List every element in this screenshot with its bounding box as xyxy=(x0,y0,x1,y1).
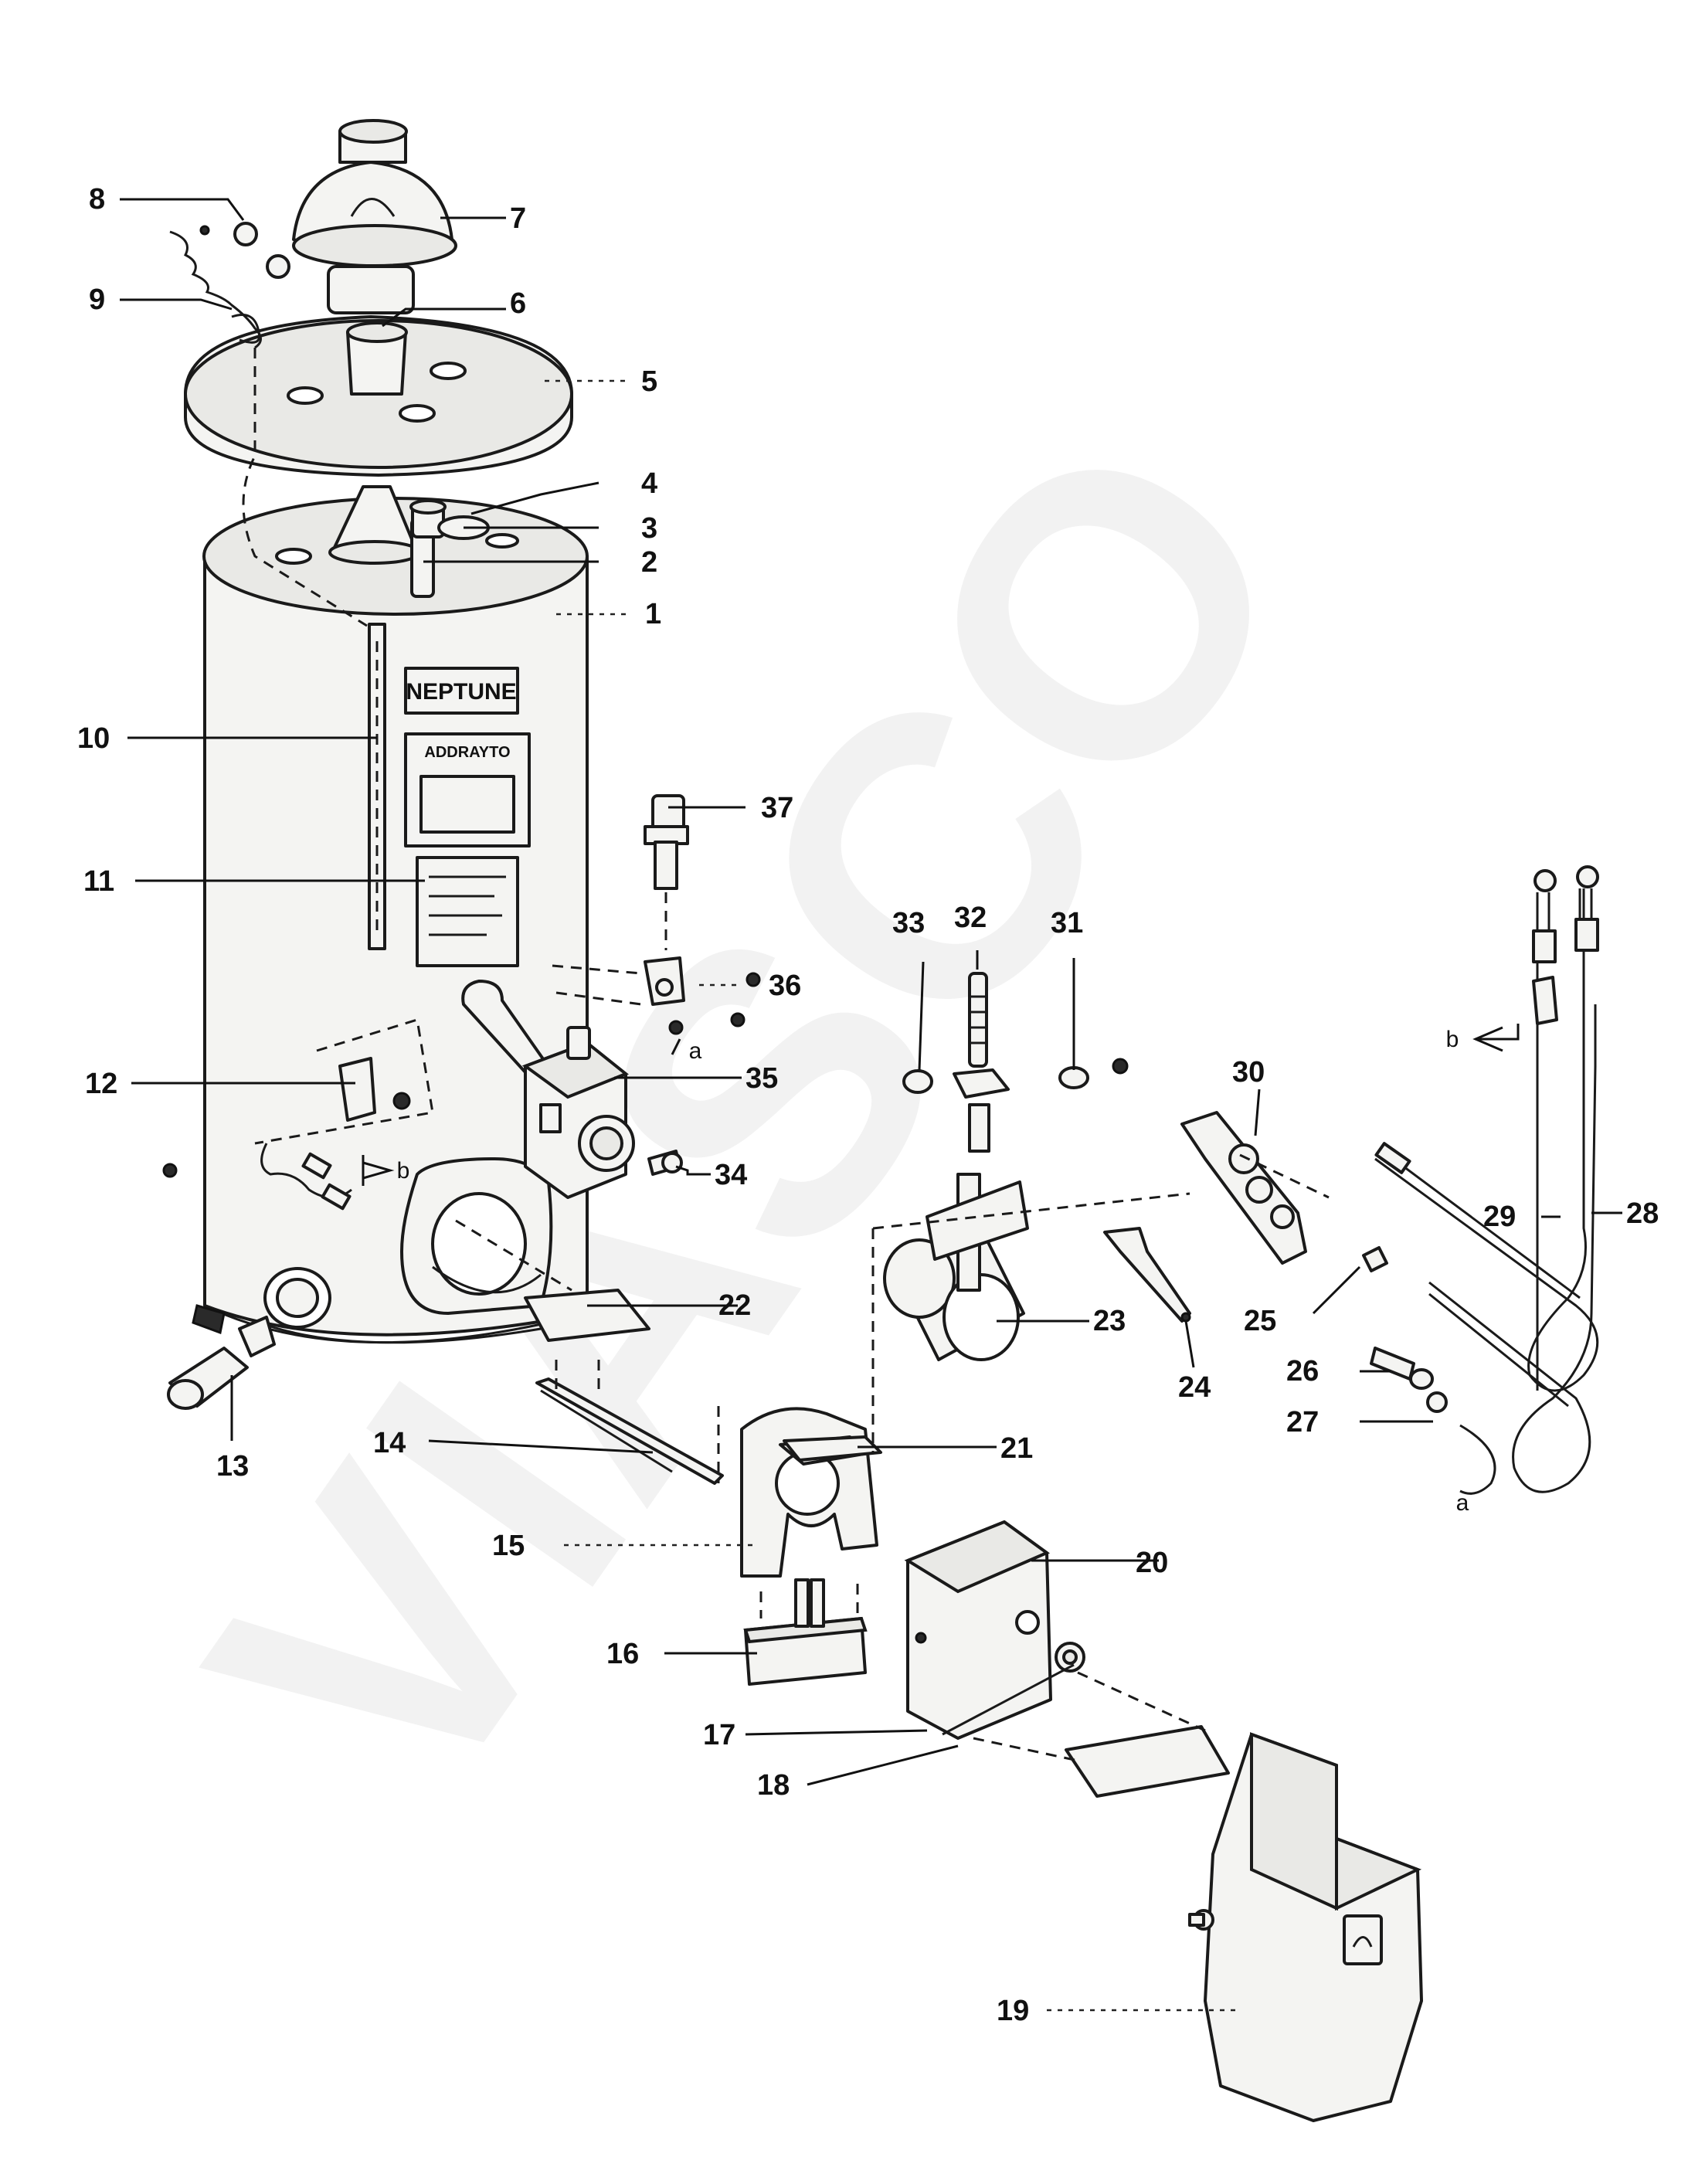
callout-28: 28 xyxy=(1626,1197,1659,1230)
sight-strip xyxy=(368,623,386,950)
callout-30: 30 xyxy=(1232,1056,1265,1089)
connector-a-lower: a xyxy=(1456,1490,1469,1516)
pilot-tube-fitting xyxy=(1370,1347,1434,1390)
pilot-nut xyxy=(902,1069,933,1094)
burner-shield xyxy=(717,1406,878,1578)
svg-text:b: b xyxy=(1446,1027,1459,1052)
manifold-rod xyxy=(535,1360,724,1485)
tank-top-hole xyxy=(485,533,519,549)
callout-33: 33 xyxy=(892,907,925,939)
callout-20: 20 xyxy=(1136,1547,1168,1579)
callout-7: 7 xyxy=(510,202,526,235)
callout-26: 26 xyxy=(1286,1355,1319,1388)
outer-jacket xyxy=(1188,1732,1423,2122)
pilot-supply-line xyxy=(1428,869,1597,1493)
outer-door xyxy=(904,1520,1085,1740)
rating-plate-label: ADDRAYTO xyxy=(424,744,510,761)
callout-37: 37 xyxy=(761,792,793,824)
instruction-label xyxy=(416,856,519,967)
callout-17: 17 xyxy=(703,1719,735,1751)
ferrule xyxy=(1426,1391,1496,1495)
callout-25: 25 xyxy=(1244,1305,1276,1337)
callout-14: 14 xyxy=(373,1427,406,1459)
pilot-assembly xyxy=(953,972,1010,1153)
anode-rod-cap xyxy=(409,499,447,538)
callout-4: 4 xyxy=(641,467,657,500)
callout-15: 15 xyxy=(492,1530,525,1562)
callout-5: 5 xyxy=(641,365,657,398)
burner-base xyxy=(743,1578,868,1686)
callout-9: 9 xyxy=(89,284,105,316)
callout-18: 18 xyxy=(757,1769,790,1802)
svg-text:a: a xyxy=(689,1038,702,1064)
pilot-bracket xyxy=(1103,1227,1191,1323)
burner-access-opening xyxy=(400,1157,553,1315)
callout-12: 12 xyxy=(85,1068,117,1100)
callout-21: 21 xyxy=(1000,1432,1033,1465)
callout-24: 24 xyxy=(1178,1371,1211,1404)
pilot-orifice xyxy=(1058,1058,1129,1089)
drain-valve xyxy=(167,1267,331,1410)
callout-13: 13 xyxy=(216,1450,249,1483)
compression-fitting xyxy=(1362,1246,1388,1272)
callout-29: 29 xyxy=(1483,1201,1516,1233)
svg-text:a: a xyxy=(1456,1490,1469,1516)
callout-11: 11 xyxy=(83,865,114,898)
callout-32: 32 xyxy=(954,902,987,934)
connector-a: a xyxy=(671,1038,702,1064)
callout-34: 34 xyxy=(715,1159,747,1191)
callout-8: 8 xyxy=(89,183,105,216)
rating-plate: ADDRAYTO xyxy=(404,732,531,847)
gas-control-valve xyxy=(461,980,635,1199)
callout-27: 27 xyxy=(1286,1406,1319,1438)
inner-door xyxy=(455,1219,650,1342)
thermocouple-clamp xyxy=(199,222,290,279)
connector-b-right: b xyxy=(1446,1024,1520,1052)
callout-1: 1 xyxy=(645,598,661,630)
thermocouple-line xyxy=(1374,865,1599,1392)
thermocouple-assembly xyxy=(1180,1111,1330,1265)
callout-31: 31 xyxy=(1051,907,1083,939)
callout-35: 35 xyxy=(746,1062,778,1095)
callout-23: 23 xyxy=(1093,1305,1126,1337)
callout-19: 19 xyxy=(997,1995,1029,2027)
brand-plate: NEPTUNE xyxy=(404,667,519,715)
callout-10: 10 xyxy=(77,722,110,755)
flue-collar xyxy=(328,485,421,565)
draft-hood xyxy=(292,119,457,314)
callout-3: 3 xyxy=(641,512,657,545)
callout-36: 36 xyxy=(769,970,801,1002)
callout-22: 22 xyxy=(718,1289,751,1322)
svg-text:b: b xyxy=(397,1158,410,1184)
flue-baffle xyxy=(346,321,408,396)
shield-clip xyxy=(783,1435,882,1462)
callouts: 1 2 3 4 5 6 7 8 9 10 11 12 13 14 15 16 1… xyxy=(77,183,1659,2027)
sensor-wire-coil xyxy=(169,230,368,627)
callout-2: 2 xyxy=(641,546,657,579)
mounting-bracket xyxy=(552,956,761,1035)
connector-b-left: b xyxy=(362,1155,410,1186)
piezo-igniter xyxy=(644,794,689,950)
callout-6: 6 xyxy=(510,287,526,320)
callout-16: 16 xyxy=(606,1638,639,1670)
combustion-tube xyxy=(871,1173,1190,1452)
brand-label: NEPTUNE xyxy=(406,679,516,705)
tank-top-hole xyxy=(275,548,312,565)
sight-glass-rod xyxy=(942,1663,1230,1798)
thermostat-bracket xyxy=(162,1018,434,1211)
leader-lines xyxy=(120,198,1622,2012)
